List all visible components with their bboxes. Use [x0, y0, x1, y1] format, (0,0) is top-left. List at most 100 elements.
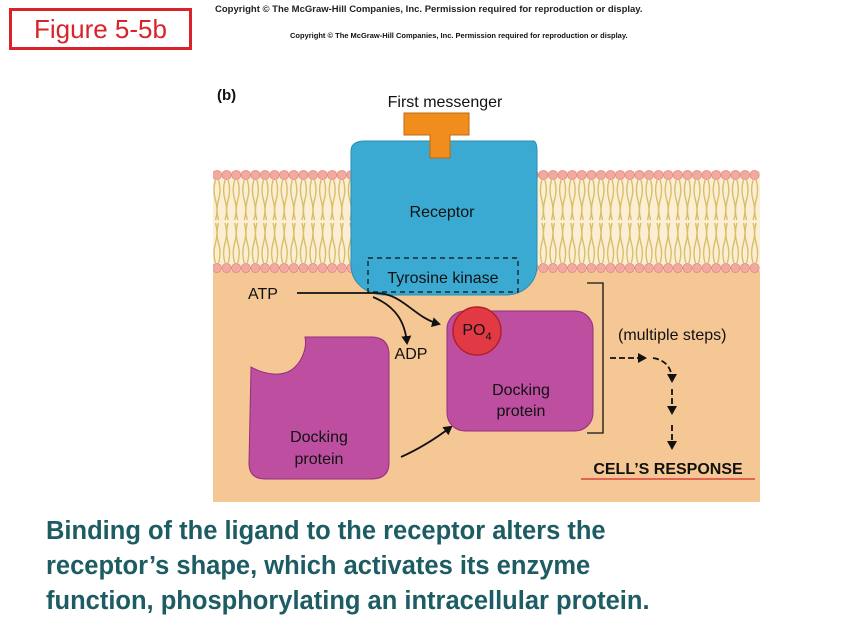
- lipid-tail: [664, 222, 672, 264]
- lipid-tail: [232, 222, 240, 264]
- lipid-tail: [222, 179, 231, 221]
- lipid-head: [308, 263, 318, 273]
- docking-inactive-line1: Docking: [290, 429, 348, 446]
- lipid-tail: [654, 222, 663, 264]
- lipid-tail: [213, 222, 221, 264]
- lipid-head: [653, 170, 664, 180]
- receptor: [350, 140, 538, 296]
- lipid-tail: [558, 222, 567, 264]
- lipid-head: [260, 263, 270, 273]
- lipid-tail: [616, 222, 624, 264]
- lipid-head: [663, 170, 674, 180]
- lipid-head: [692, 170, 702, 180]
- lipid-tail: [261, 179, 269, 221]
- lipid-tail: [712, 222, 720, 264]
- lipid-head: [586, 170, 597, 180]
- lipid-head: [240, 170, 251, 180]
- lipid-head: [653, 263, 664, 273]
- lipid-head: [548, 170, 558, 180]
- lipid-head: [250, 263, 261, 273]
- lipid-head: [250, 170, 261, 180]
- lipid-head: [288, 263, 299, 273]
- lipid-head: [740, 170, 750, 180]
- lipid-tail: [750, 222, 759, 264]
- lipid-tail: [635, 222, 644, 264]
- caption-line-3: function, phosphorylating an intracellul…: [46, 587, 650, 615]
- lipid-head: [596, 263, 606, 273]
- lipid-tail: [328, 179, 336, 221]
- lipid-head: [567, 263, 578, 273]
- lipid-tail: [587, 222, 596, 264]
- tyrosine-kinase-label: Tyrosine kinase: [387, 270, 498, 287]
- phosphate-group: [452, 306, 502, 356]
- lipid-tail: [683, 179, 692, 221]
- lipid-tail: [702, 222, 711, 264]
- lipid-tail: [318, 179, 327, 221]
- multiple-steps-label: (multiple steps): [618, 327, 726, 344]
- lipid-head: [692, 263, 702, 273]
- lipid-head: [538, 263, 549, 273]
- lipid-tail: [299, 222, 308, 264]
- lipid-head: [221, 263, 232, 273]
- lipid-head: [624, 263, 635, 273]
- lipid-tail: [702, 179, 711, 221]
- caption-line-2: receptor’s shape, which activates its en…: [46, 552, 591, 580]
- lipid-head: [586, 263, 597, 273]
- lipid-head: [279, 170, 290, 180]
- lipid-tail: [606, 179, 615, 221]
- lipid-head: [336, 263, 347, 273]
- lipid-head: [221, 170, 232, 180]
- activation-arrow: [400, 425, 453, 458]
- lipid-head: [548, 263, 558, 273]
- adp-label: ADP: [395, 346, 428, 363]
- copyright-notice-inner: Copyright © The McGraw-Hill Companies, I…: [290, 31, 628, 40]
- lipid-tail: [674, 179, 682, 221]
- bracket: [587, 282, 604, 434]
- lipid-tail: [309, 179, 317, 221]
- lipid-tail: [616, 179, 624, 221]
- lipid-tail: [309, 222, 317, 264]
- lipid-head: [615, 170, 626, 180]
- lipid-head: [269, 170, 280, 180]
- lipid-head: [336, 170, 347, 180]
- lipid-head: [672, 263, 683, 273]
- lipid-head: [557, 170, 568, 180]
- lipid-tail: [741, 179, 749, 221]
- phosphate-label: PO4: [462, 322, 491, 343]
- tyrosine-kinase-region: [367, 257, 519, 293]
- lipid-head: [596, 170, 606, 180]
- lipid-tail: [549, 222, 557, 264]
- lipid-tail: [722, 179, 730, 221]
- lipid-tail: [578, 179, 586, 221]
- lipid-tail: [251, 222, 260, 264]
- lipid-tail: [539, 179, 548, 221]
- caption-line-1: Binding of the ligand to the receptor al…: [46, 517, 606, 545]
- lipid-head: [720, 170, 731, 180]
- lipid-head: [711, 170, 722, 180]
- lipid-tail: [750, 179, 759, 221]
- lipid-head: [231, 170, 242, 180]
- lipid-tail: [693, 179, 701, 221]
- lipid-tail: [232, 179, 240, 221]
- lipid-head: [711, 263, 722, 273]
- lipid-head: [615, 263, 626, 273]
- lipid-head: [634, 170, 645, 180]
- lipid-head: [213, 170, 222, 180]
- lipid-head: [260, 170, 270, 180]
- lipid-tail: [626, 222, 634, 264]
- lipid-tail: [299, 179, 308, 221]
- cells-response-label: CELL’S RESPONSE: [593, 461, 743, 478]
- lipid-tail: [242, 222, 250, 264]
- lipid-tail: [328, 222, 336, 264]
- lipid-tail: [290, 179, 298, 221]
- lipid-tail: [338, 222, 346, 264]
- signal-path-arrow-2: [652, 357, 677, 383]
- lipid-tail: [261, 222, 269, 264]
- docking-protein-inactive: [248, 336, 390, 480]
- docking-active-line1: Docking: [492, 382, 550, 399]
- lipid-head: [240, 263, 251, 273]
- lipid-head: [605, 170, 616, 180]
- lipid-head: [317, 170, 328, 180]
- lipid-head: [298, 263, 309, 273]
- lipid-tail: [712, 179, 720, 221]
